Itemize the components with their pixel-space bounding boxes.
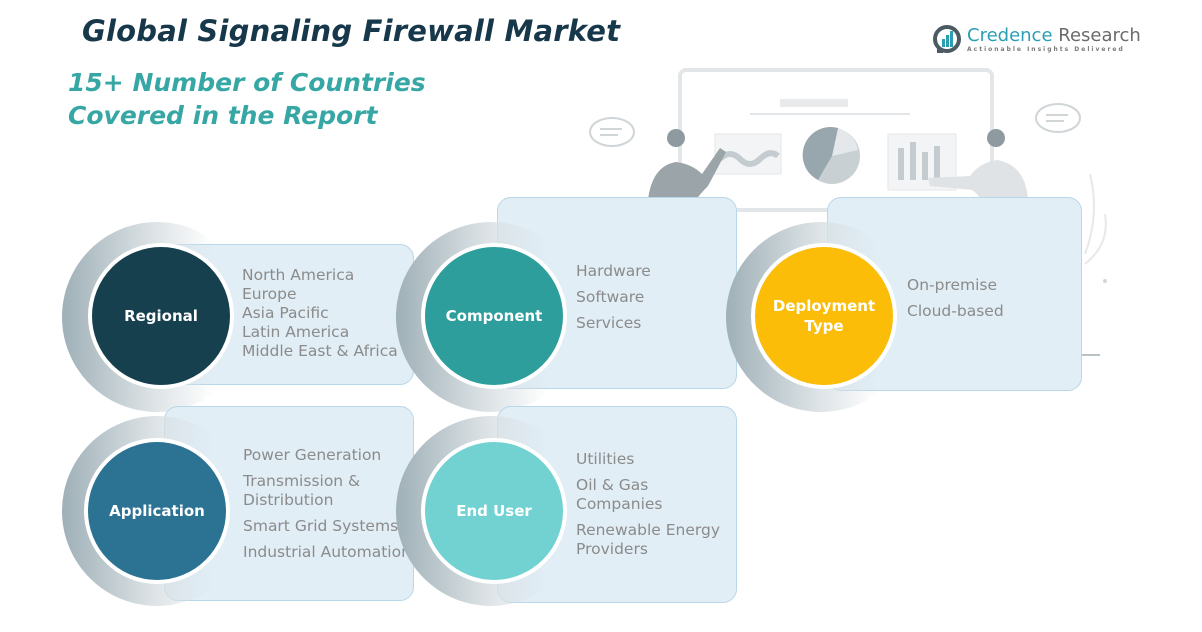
deployment-type-circle: Deployment Type — [751, 243, 897, 389]
speech-bubble-right-icon — [1035, 103, 1081, 133]
application-item: Distribution — [243, 491, 334, 509]
regional-circle: Regional — [88, 243, 234, 389]
logo-name-credence: Credence — [967, 24, 1059, 46]
logo-name: Credence Research — [967, 24, 1141, 46]
regional-label: Regional — [124, 307, 198, 325]
application-item: Smart Grid Systems — [243, 517, 399, 535]
application-label: Application — [109, 502, 205, 520]
end-user-item: Providers — [576, 540, 648, 558]
deployment-type-item: On-premise — [907, 276, 998, 294]
end-user-item: Utilities — [576, 450, 635, 468]
subtitle-line-1: 15+ Number of Countries — [68, 68, 426, 97]
end-user-item: Oil & Gas — [576, 476, 649, 494]
component-label: Component — [445, 307, 543, 325]
plant-decoration-icon — [1084, 173, 1107, 283]
presentation-board-illustration — [589, 68, 1107, 356]
presenter-man-icon — [928, 129, 1028, 200]
end-user-item: Renewable Energy — [576, 521, 721, 539]
application-items: Power Generation Transmission & Distribu… — [243, 446, 411, 562]
end-user-items: Utilities Oil & Gas Companies Renewable … — [576, 450, 720, 559]
page-title: Global Signaling Firewall Market — [82, 14, 621, 48]
application-item: Transmission & — [243, 472, 361, 490]
application-circle: Application — [84, 438, 230, 584]
subtitle-line-2: Covered in the Report — [68, 101, 378, 130]
regional-item: Europe — [242, 285, 297, 303]
end-user-circle: End User — [421, 438, 567, 584]
deployment-type-item: Cloud-based — [907, 302, 1004, 320]
deployment-type-items: On-premise Cloud-based — [907, 272, 1004, 324]
regional-item: North America — [242, 266, 355, 284]
component-item: Hardware — [576, 262, 651, 280]
deployment-type-label-line-1: Deployment — [772, 297, 876, 315]
speech-bubble-left-icon — [589, 117, 635, 147]
credence-research-logo: Credence Research Actionable Insights De… — [932, 24, 1141, 54]
end-user-label: End User — [456, 502, 532, 520]
component-item: Software — [576, 288, 645, 306]
regional-item: Middle East & Africa — [242, 342, 398, 360]
component-item: Services — [576, 314, 642, 332]
component-items: Hardware Software Services — [576, 258, 651, 336]
logo-tagline: Actionable Insights Delivered — [967, 45, 1125, 53]
application-item: Industrial Automation — [243, 543, 411, 561]
regional-items: North America Europe Asia Pacific Latin … — [242, 266, 398, 361]
component-circle: Component — [421, 243, 567, 389]
countries-covered-subtitle: 15+ Number of Countries Covered in the R… — [68, 66, 426, 132]
regional-item: Latin America — [242, 323, 350, 341]
presenter-woman-icon — [648, 129, 726, 200]
logo-name-research: Research — [1058, 24, 1141, 46]
application-item: Power Generation — [243, 446, 382, 464]
pie-chart-icon — [802, 127, 860, 184]
deployment-type-label-line-2: Type — [804, 317, 844, 335]
end-user-item: Companies — [576, 495, 663, 513]
bar-chart-circle-logo-icon — [933, 25, 961, 53]
regional-item: Asia Pacific — [242, 304, 329, 322]
